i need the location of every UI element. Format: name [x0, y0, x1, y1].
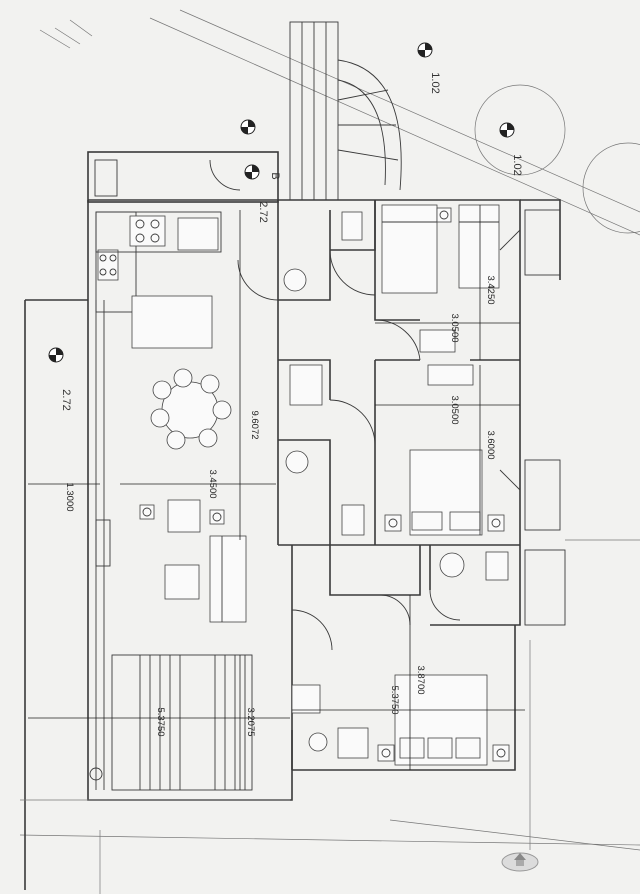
armchair	[291, 684, 321, 714]
dim-bedroom1-depth: 3.0500	[449, 313, 460, 342]
dim-living-width: 3.4500	[207, 469, 218, 498]
dimension-lines	[28, 205, 525, 790]
washbasin	[283, 268, 307, 292]
north-porch	[87, 151, 279, 203]
south-terrace	[111, 654, 253, 791]
toilet	[341, 211, 363, 241]
elevation-markers	[48, 42, 515, 363]
bed	[381, 204, 438, 294]
dim-bedroom3-length: 5.3750	[389, 685, 400, 714]
elev-garden-2: 1.02	[511, 154, 523, 175]
toilet	[485, 551, 509, 581]
washbasin	[285, 450, 309, 474]
dim-south-short: 3.2075	[245, 707, 256, 736]
dim-balcony-width: 1.3000	[64, 482, 75, 511]
elevation-marker	[240, 119, 256, 135]
elev-balcony: 2.72	[60, 389, 72, 410]
elev-entry: 2.72	[257, 201, 269, 222]
washbasin	[439, 552, 465, 578]
toilet	[341, 504, 365, 536]
dim-bedroom2-depth: 3.0500	[449, 395, 460, 424]
dining-set	[150, 368, 232, 450]
kitchen	[95, 211, 222, 349]
coffee-table	[164, 564, 200, 600]
bedroom-2	[384, 364, 561, 536]
tree-circle	[474, 84, 566, 176]
dim-south-length: 5.3750	[155, 707, 166, 736]
armchair	[337, 727, 369, 759]
elevation-marker	[499, 122, 515, 138]
interior-walls	[209, 159, 520, 545]
west-balcony	[20, 299, 290, 894]
entry-mark: B	[269, 172, 281, 179]
elevation-marker	[417, 42, 433, 58]
dim-living-depth: 9.6072	[249, 410, 260, 439]
elevation-marker	[48, 347, 64, 363]
dim-bedroom3-width: 3.8700	[415, 665, 426, 694]
elevation-marker	[244, 164, 260, 180]
elev-garden-1: 1.02	[429, 72, 441, 93]
bedroom-1	[381, 204, 561, 353]
living-furniture	[139, 499, 247, 623]
kitchen-island	[131, 295, 213, 349]
sink	[97, 249, 119, 281]
dim-bedroom2-width: 3.6000	[485, 430, 496, 459]
north-stairs	[289, 21, 402, 201]
stove	[129, 215, 166, 247]
site-context	[19, 9, 640, 851]
logo-icon	[501, 852, 539, 872]
dim-bedroom1-width: 3.4250	[485, 275, 496, 304]
sofa	[209, 535, 247, 623]
tree-circle	[582, 142, 640, 234]
armchair	[167, 499, 201, 533]
bathroom-3	[291, 545, 566, 651]
